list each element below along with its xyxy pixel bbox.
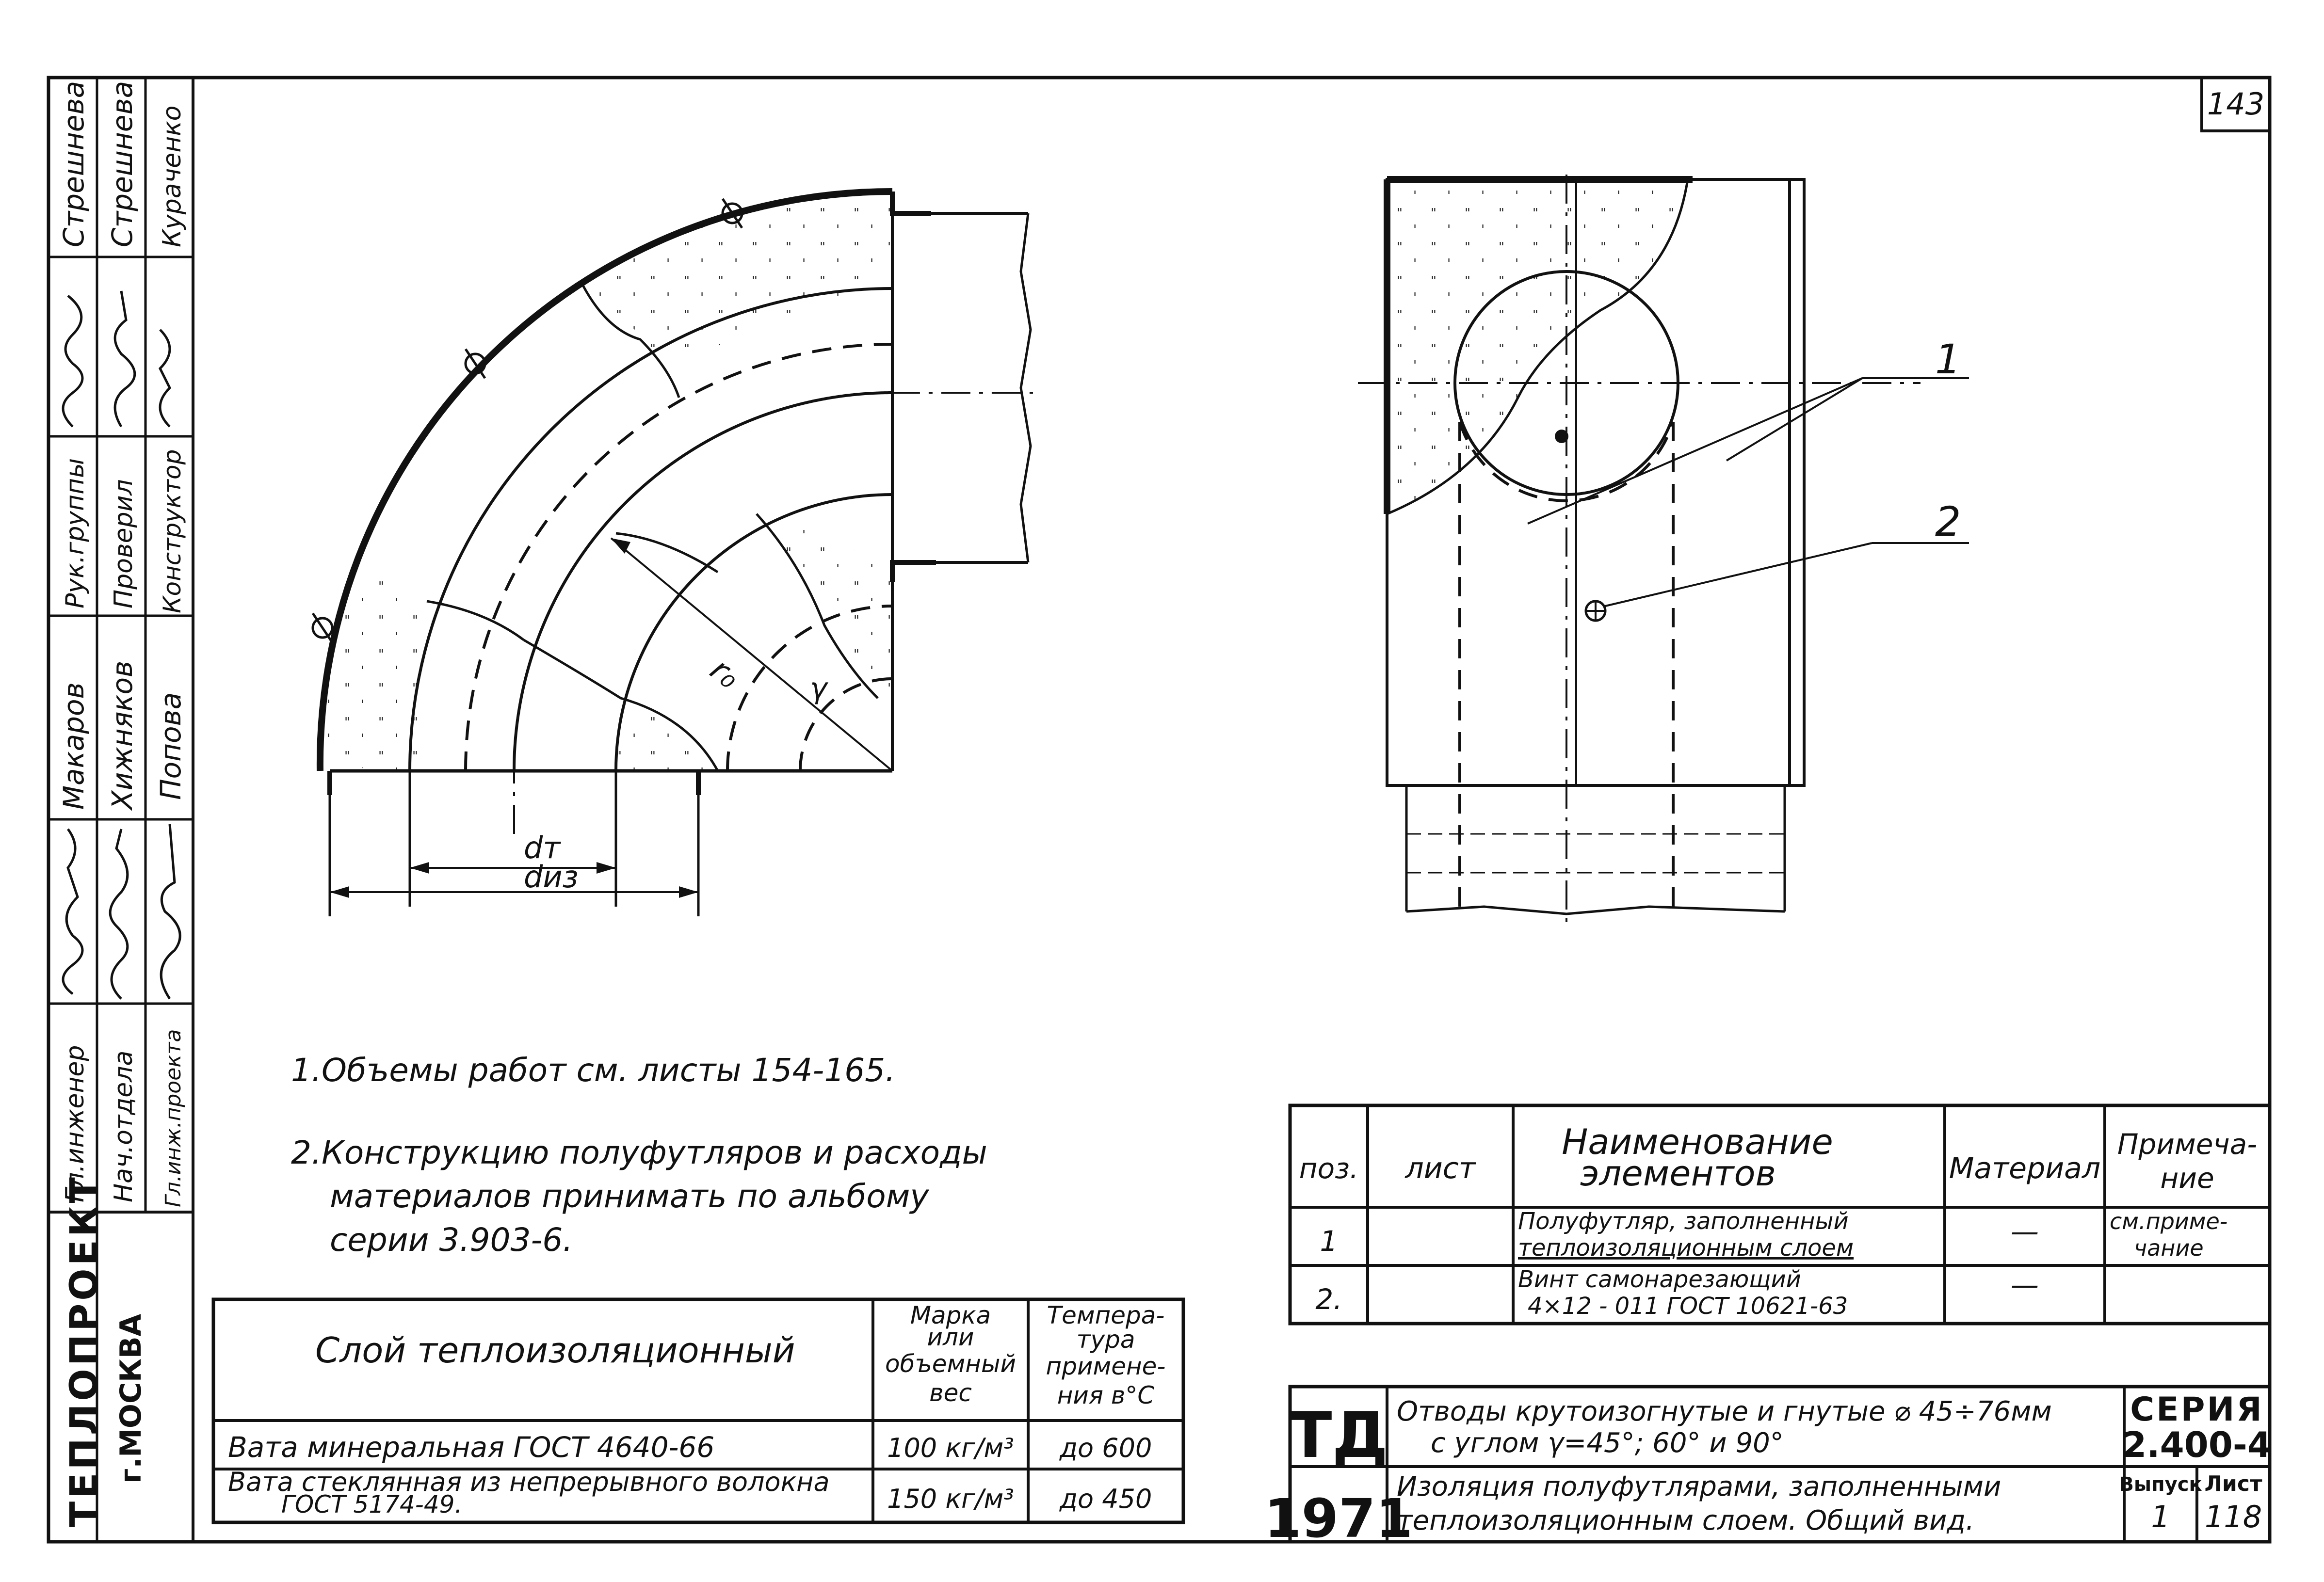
spec-row-2-name-2: 4×12 - 011 ГОСТ 10621-63 <box>1528 1293 1848 1320</box>
material-row-2-layer-gost: ГОСТ 5174-49. <box>281 1490 462 1518</box>
stamp-name-kurachenko: Кураченко <box>158 106 187 248</box>
material-header-temp-1: Темпера- <box>1047 1301 1165 1329</box>
material-header-weight-2: или <box>927 1323 974 1351</box>
material-header-temp-2: тура <box>1076 1326 1135 1354</box>
spec-row-1-note-2: чание <box>2134 1235 2204 1261</box>
spec-row-2-name-1: Винт самонарезающий <box>1518 1266 1801 1293</box>
spec-row-1-name-2: теплоизоляционным слоем <box>1518 1234 1854 1262</box>
spec-header-note-2: ние <box>2160 1162 2214 1195</box>
material-header-weight-3: объемный <box>885 1350 1016 1378</box>
material-header-weight-4: вес <box>929 1379 972 1407</box>
title-line-1: Отводы крутоизогнутые и гнутые ⌀ 45÷76мм <box>1397 1396 2052 1427</box>
stamp-name-streshneva-2: Стрешнева <box>106 81 139 247</box>
callout-2: 2 <box>1935 498 1961 545</box>
note-line-3: материалов принимать по альбому <box>330 1178 929 1215</box>
material-header-weight-1: Марка <box>910 1301 991 1329</box>
stamp-role-dept-head: Нач.отдела <box>109 1051 138 1202</box>
sheet-label: Лист <box>2205 1471 2262 1496</box>
title-year: 1971 <box>1264 1487 1413 1550</box>
stamp-role-checker: Проверил <box>109 479 138 608</box>
page-number: 143 <box>2207 86 2264 122</box>
series-value: 2.400-4 <box>2122 1424 2272 1465</box>
sheet-value: 118 <box>2205 1499 2262 1534</box>
spec-header-material: Материал <box>1949 1151 2101 1185</box>
material-row-1-weight: 100 кг/м³ <box>887 1433 1014 1463</box>
issue-value: 1 <box>2151 1499 2170 1534</box>
signature-mark <box>160 824 181 1000</box>
issue-label: Выпуск <box>2119 1473 2202 1496</box>
stamp-name-makarov: Макаров <box>57 682 90 810</box>
material-row-2-weight: 150 кг/м³ <box>887 1484 1014 1514</box>
jacket-seam <box>890 192 931 216</box>
spec-header-name-2: элементов <box>1580 1153 1776 1194</box>
insulation-fill <box>582 192 892 356</box>
note-line-4: серии 3.903-6. <box>330 1221 573 1259</box>
left-stamp: Гл.инженер Нач.отдела Гл.инж.проекта Мак… <box>48 78 193 1542</box>
side-view: 1 2 <box>1358 175 1969 931</box>
material-row-1-temp: до 600 <box>1059 1433 1152 1463</box>
insulation-fill <box>320 567 427 771</box>
spec-row-1-name-1: Полуфутляр, заполненный <box>1518 1208 1849 1235</box>
signature-mark <box>62 295 84 428</box>
jacket-flange <box>327 771 701 795</box>
stamp-role-designer: Конструктор <box>158 449 186 613</box>
material-header-temp-4: ния в°С <box>1057 1381 1155 1409</box>
dimension-diz: dиз <box>524 859 579 895</box>
spec-row-1-pos: 1 <box>1320 1225 1338 1258</box>
label-gamma: γ <box>810 671 829 705</box>
stamp-role-group-lead: Рук.группы <box>61 458 90 608</box>
dimension-dt: dт <box>524 830 561 865</box>
signature-mark <box>109 829 129 1000</box>
spec-header-name-1: Наименование <box>1562 1121 1833 1162</box>
stamp-role-chief-engineer: Гл.инженер <box>61 1045 90 1202</box>
spec-header-note-1: Примеча- <box>2117 1128 2257 1161</box>
material-table: Слой теплоизоляционный Марка или объемны… <box>211 1297 1185 1524</box>
spec-table: поз. лист Наименование элементов Материа… <box>1288 1103 2272 1326</box>
page-number-box: 143 <box>2200 76 2271 132</box>
stamp-role-chief-project-engineer: Гл.инж.проекта <box>161 1029 186 1207</box>
spec-row-2-pos: 2. <box>1315 1283 1342 1316</box>
stamp-name-khizhnyakov: Хижняков <box>106 661 139 811</box>
title-code: ТД <box>1289 1398 1388 1472</box>
spec-row-1-note-1: см.приме- <box>2110 1208 2227 1234</box>
jacket-seam <box>890 560 936 582</box>
material-header-layer: Слой теплоизоляционный <box>315 1330 795 1371</box>
signature-mark <box>62 828 84 995</box>
subtitle-line-1: Изоляция полуфутлярами, заполненными <box>1397 1471 2001 1502</box>
spec-row-1-material: — <box>2011 1215 2039 1248</box>
subtitle-line-2: теплоизоляционным слоем. Общий вид. <box>1397 1505 1974 1536</box>
signature-mark <box>158 329 172 428</box>
general-notes: 1.Объемы работ см. листы 154-165. 2.Конс… <box>291 1052 987 1259</box>
insulation-fill <box>616 698 718 771</box>
stamp-org-name: ТЕПЛОПРОЕКТ <box>63 1174 106 1527</box>
title-block: ТД 1971 Отводы крутоизогнутые и гнутые ⌀… <box>1264 1385 2272 1550</box>
material-row-1-layer: Вата минеральная ГОСТ 4640-66 <box>228 1431 714 1464</box>
callout-1: 1 <box>1935 336 1961 383</box>
material-row-2-layer: Вата стеклянная из непрерывного волокна <box>228 1467 830 1497</box>
elbow-view: r₀ γ dт dиз <box>311 188 1033 916</box>
label-r0: r₀ <box>703 651 747 696</box>
title-line-2: с углом γ=45°; 60° и 90° <box>1431 1427 1784 1459</box>
material-row-2-temp: до 450 <box>1059 1484 1152 1514</box>
spec-header-pos: поз. <box>1299 1152 1359 1185</box>
stamp-name-streshneva-1: Стрешнева <box>57 81 90 247</box>
series-label: СЕРИЯ <box>2130 1390 2263 1429</box>
insulation-fill <box>757 514 892 698</box>
stamp-name-popova: Попова <box>154 692 187 800</box>
material-header-temp-3: примене- <box>1046 1352 1166 1380</box>
stamp-org-city: г.МОСКВА <box>114 1313 148 1484</box>
signature-mark <box>113 290 136 428</box>
note-line-2: 2.Конструкцию полуфутляров и расходы <box>291 1134 987 1171</box>
spec-header-sheet: лист <box>1404 1151 1476 1185</box>
note-line-1: 1.Объемы работ см. листы 154-165. <box>291 1052 895 1089</box>
sheet-frame <box>47 76 2272 1544</box>
spec-row-2-material: — <box>2011 1268 2039 1301</box>
